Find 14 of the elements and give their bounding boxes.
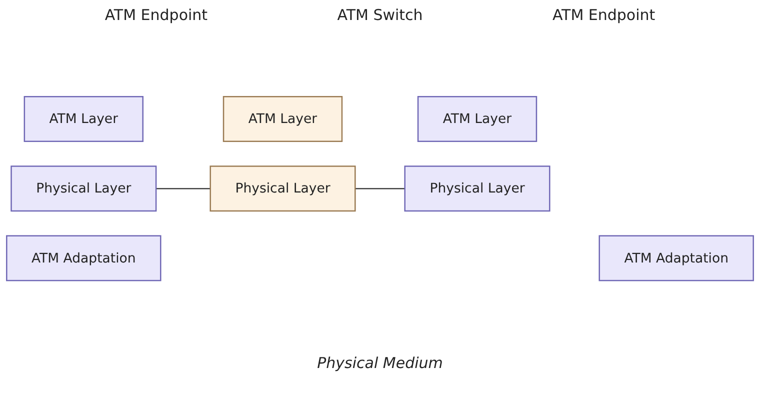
- column-heading: ATM Endpoint: [104, 6, 208, 24]
- node-box: ATM Layer: [417, 96, 538, 142]
- node-box: ATM Layer: [24, 96, 144, 142]
- node-box: Physical Layer: [404, 166, 550, 212]
- node-box: Physical Layer: [210, 166, 356, 212]
- caption-text: Physical Medium: [317, 354, 443, 372]
- column-heading: ATM Endpoint: [552, 6, 656, 24]
- connector: [156, 188, 210, 190]
- node-box: ATM Adaptation: [598, 236, 754, 282]
- column-heading: ATM Switch: [337, 6, 423, 24]
- node-box: ATM Adaptation: [6, 236, 162, 282]
- node-box: ATM Layer: [222, 96, 343, 142]
- node-box: Physical Layer: [10, 166, 157, 212]
- connector: [355, 188, 405, 190]
